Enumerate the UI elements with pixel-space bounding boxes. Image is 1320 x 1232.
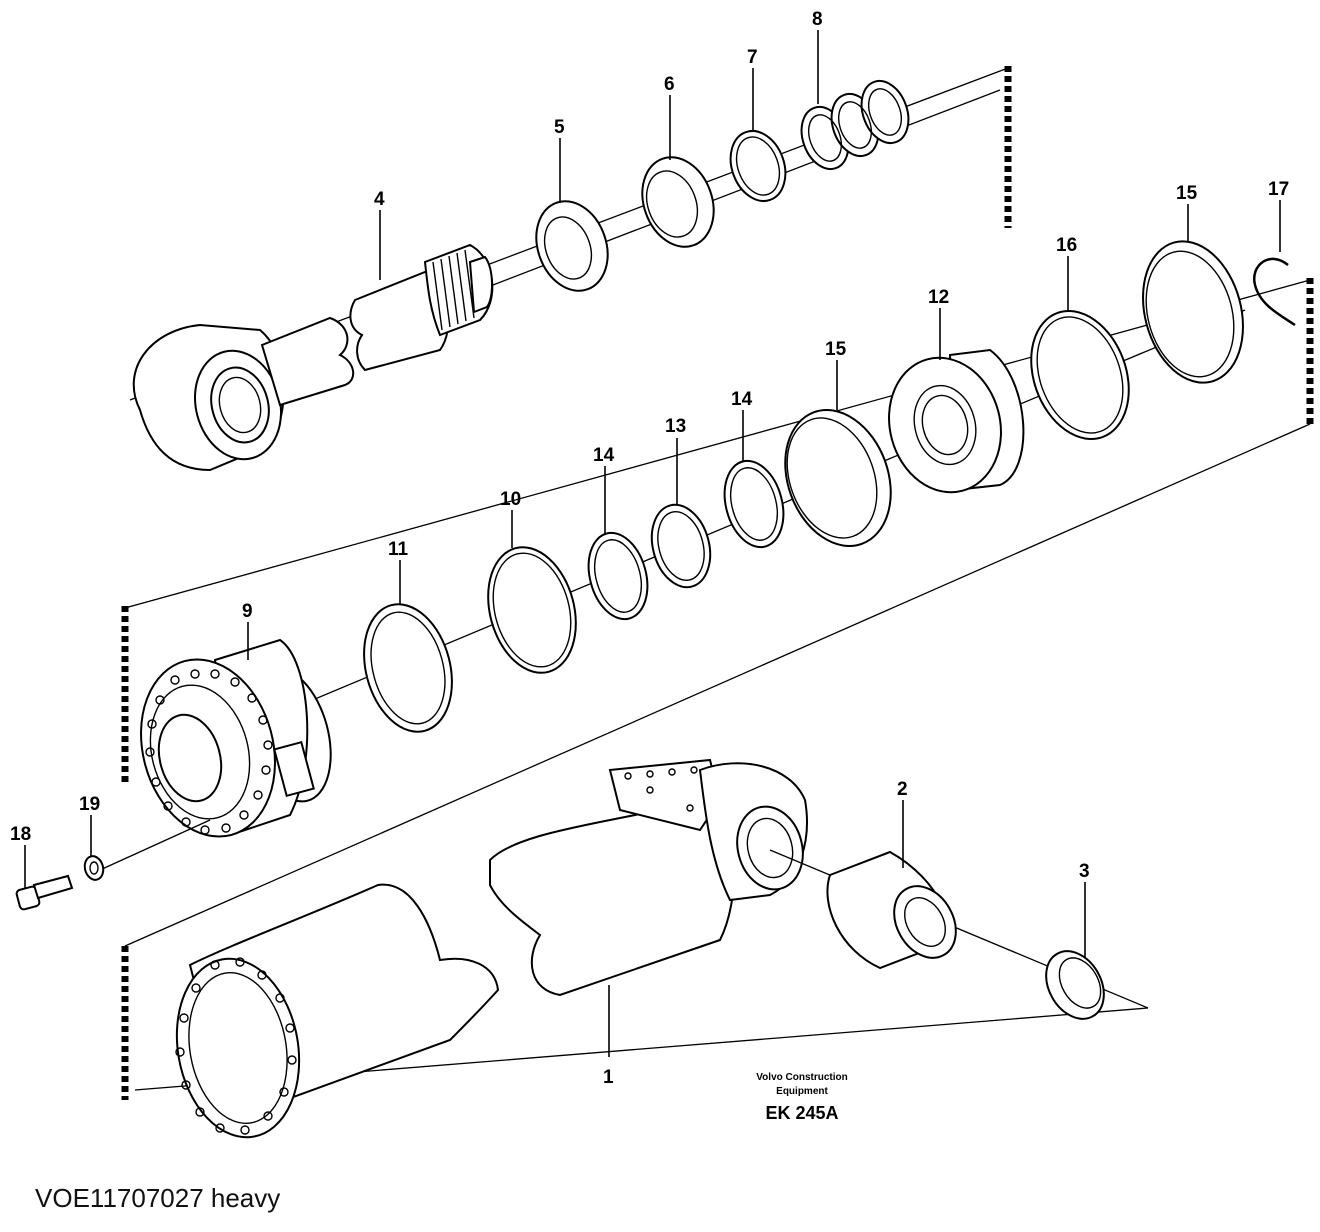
part-18-bolt (15, 819, 211, 911)
part-13-seal (650, 503, 712, 589)
part-11-o-ring (363, 603, 453, 733)
label-part-14-b: 14 (731, 389, 753, 410)
part-9-cylinder-head (140, 638, 332, 838)
part-6-ring (641, 156, 715, 248)
drawing-code: EK 245A (765, 1103, 838, 1123)
label-part-9: 9 (242, 601, 253, 622)
part-14-wiper-ring-b (723, 459, 785, 549)
part-10-backup-ring (487, 546, 577, 674)
part-1-cylinder-tube (134, 758, 1149, 1139)
label-part-1: 1 (603, 1067, 614, 1088)
image-caption: VOE11707027 heavy (35, 1183, 281, 1213)
part-2-bushing (769, 849, 1149, 1009)
label-part-19: 19 (79, 794, 100, 815)
part-19-washer (83, 855, 105, 881)
label-part-14-a: 14 (593, 445, 615, 466)
part-15-guide-ring-b (1142, 240, 1244, 384)
part-labels: 1 2 3 4 5 6 7 8 9 10 11 12 13 14 14 15 1… (10, 9, 1289, 1088)
part-16-o-ring (1030, 310, 1130, 440)
label-part-8: 8 (812, 9, 823, 30)
part-3-seal-ring (1045, 950, 1105, 1020)
part-15-guide-ring-a (784, 409, 892, 547)
part-7-ring (729, 130, 787, 202)
label-part-15-a: 15 (825, 339, 847, 360)
brand-block: Volvo Construction Equipment EK 245A (756, 1072, 847, 1123)
part-12-piston (888, 348, 1025, 494)
part-5-ring (535, 200, 609, 292)
label-part-11: 11 (388, 539, 409, 560)
label-part-3: 3 (1079, 861, 1090, 882)
part-8-spring (800, 80, 910, 170)
label-part-4: 4 (374, 189, 385, 210)
label-part-2: 2 (897, 779, 908, 800)
label-part-10: 10 (500, 489, 521, 510)
label-part-17: 17 (1268, 179, 1289, 200)
brand-line-1: Volvo Construction (756, 1072, 847, 1083)
label-part-18: 18 (10, 824, 31, 845)
label-part-12: 12 (928, 287, 949, 308)
part-14-wiper-ring-a (587, 531, 649, 621)
leader-lines (24, 30, 1281, 1057)
label-part-15-b: 15 (1176, 183, 1198, 204)
part-17-lock-ring (1252, 257, 1296, 327)
brand-line-2: Equipment (776, 1086, 828, 1097)
label-part-5: 5 (554, 117, 565, 138)
label-part-16: 16 (1056, 235, 1077, 256)
label-part-7: 7 (747, 47, 758, 68)
label-part-13: 13 (665, 416, 686, 437)
label-part-6: 6 (664, 74, 675, 95)
